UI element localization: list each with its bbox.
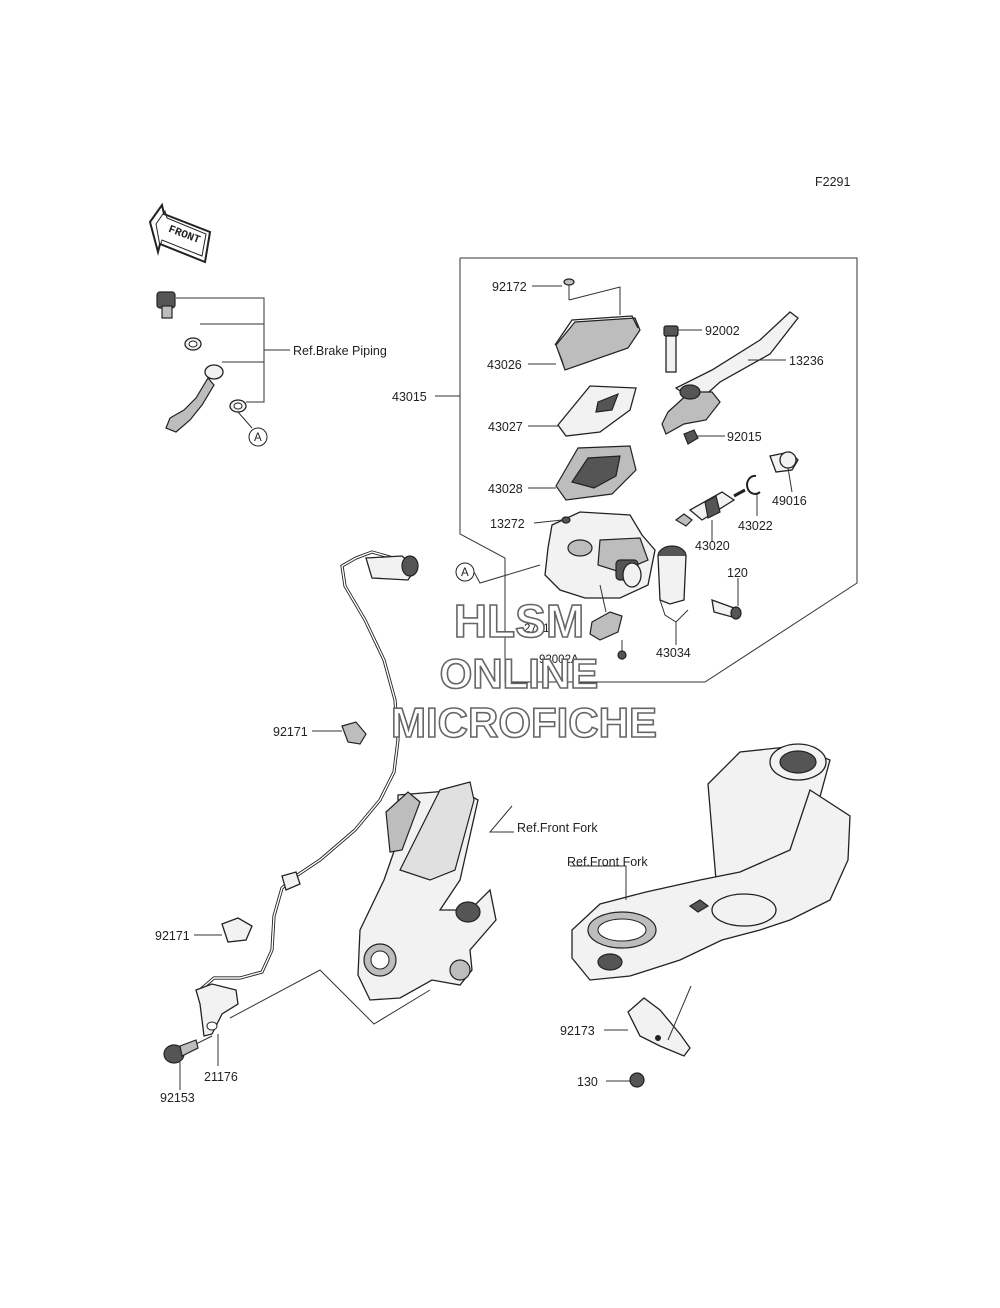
bracket-bolt — [629, 1072, 645, 1088]
label-120: 120 — [727, 566, 748, 580]
brake-piping-parts — [156, 291, 247, 433]
label-13236: 13236 — [789, 354, 824, 368]
label-43026: 43026 — [487, 358, 522, 372]
sensor-bolt — [163, 1039, 199, 1064]
watermark-line3: MICROFICHE — [391, 699, 657, 746]
piston-assembly — [674, 488, 746, 527]
clamp-bolt — [711, 599, 742, 620]
ref-front-fork-2: Ref.Front Fork — [567, 855, 648, 869]
assembly-frame — [459, 257, 858, 683]
label-92171-lower: 92171 — [155, 929, 190, 943]
cable-clip-upper — [341, 721, 367, 745]
label-43034: 43034 — [656, 646, 691, 660]
callout-a-mid: A — [461, 567, 469, 579]
label-43022: 43022 — [738, 519, 773, 533]
cable-bracket — [627, 997, 691, 1057]
reservoir-diaphragm — [555, 445, 637, 501]
label-43015: 43015 — [392, 390, 427, 404]
wheel-speed-sensor — [195, 983, 239, 1037]
label-13272: 13272 — [490, 517, 525, 531]
steering-stem — [571, 743, 851, 981]
brake-piping-leader: A — [176, 297, 290, 447]
front-arrow-icon: FRONT — [148, 202, 212, 264]
label-27010: 27010 — [524, 623, 556, 635]
label-92172: 92172 — [492, 280, 527, 294]
watermark-line1: HLSM — [454, 595, 584, 647]
brake-lever — [661, 311, 799, 435]
sensor-cable — [198, 550, 419, 992]
handlebar-clamp — [657, 545, 689, 623]
label-43020: 43020 — [695, 539, 730, 553]
label-92173: 92173 — [560, 1024, 595, 1038]
master-cylinder-body — [544, 511, 656, 599]
brake-light-switch — [589, 611, 627, 660]
reservoir-plate — [557, 385, 637, 437]
pivot-nut — [683, 429, 699, 445]
cable-clip-lower — [221, 917, 253, 943]
label-92015: 92015 — [727, 430, 762, 444]
reservoir-cap — [554, 278, 641, 371]
label-49016: 49016 — [772, 494, 807, 508]
label-92002a: 92002A — [539, 654, 579, 666]
label-43027: 43027 — [488, 420, 523, 434]
label-130: 130 — [577, 1075, 598, 1089]
circlip — [746, 474, 761, 495]
label-43028: 43028 — [488, 482, 523, 496]
diagram-code: F2291 — [815, 175, 850, 189]
watermark-line2: ONLINE — [440, 650, 599, 697]
label-92153: 92153 — [160, 1091, 195, 1105]
ref-brake-piping: Ref.Brake Piping — [293, 344, 387, 358]
label-92171-upper: 92171 — [273, 725, 308, 739]
callout-a-top: A — [254, 432, 262, 444]
label-21176: 21176 — [204, 1070, 238, 1084]
fork-lower-leg — [357, 781, 497, 1001]
dust-boot — [769, 451, 799, 473]
label-92002: 92002 — [705, 324, 740, 338]
pivot-bolt — [663, 325, 679, 373]
ref-front-fork-1: Ref.Front Fork — [517, 821, 598, 835]
